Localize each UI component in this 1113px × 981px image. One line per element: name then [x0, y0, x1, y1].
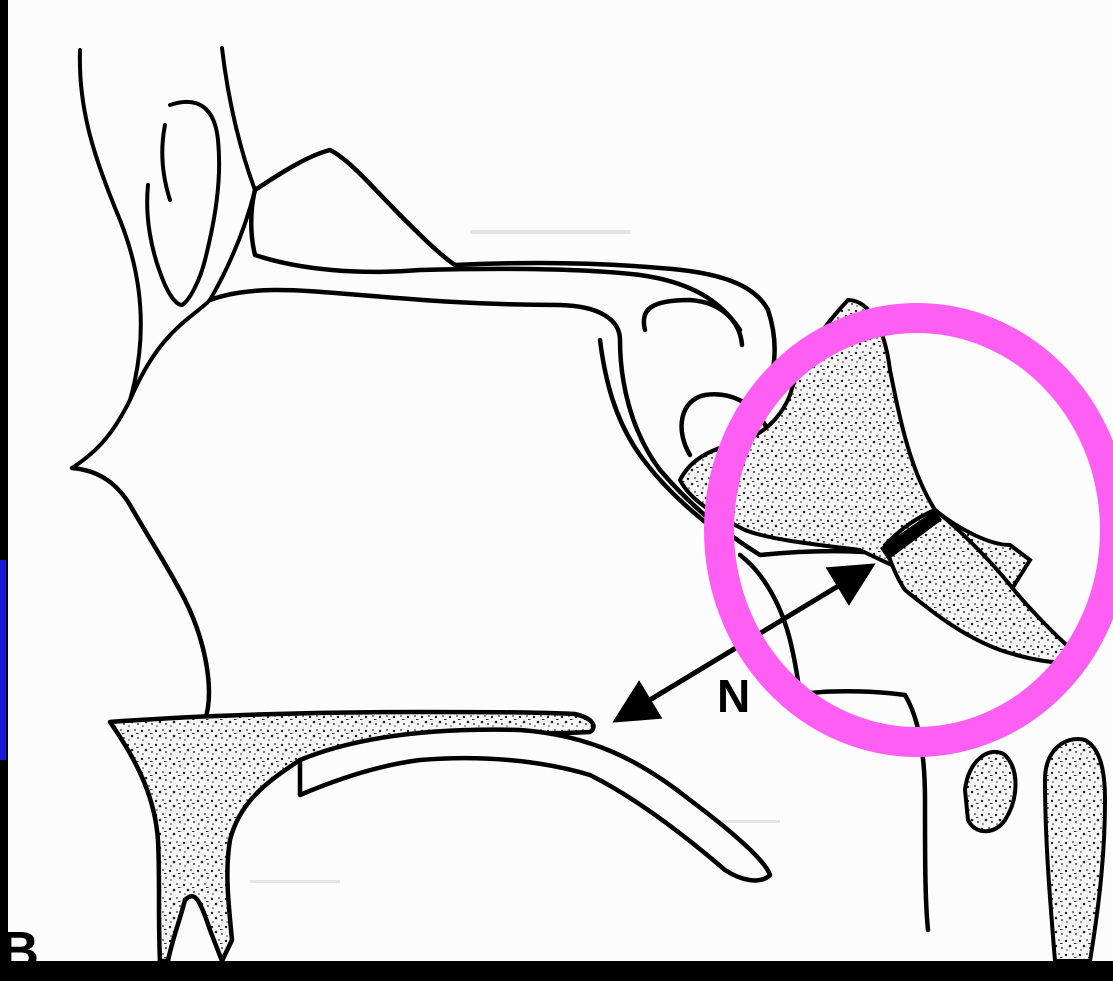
anatomy-diagram: N B [0, 0, 1113, 961]
panel-letter-label: B [0, 924, 39, 978]
diagram-canvas [0, 0, 1113, 961]
label-n: N [717, 673, 750, 719]
frame-left-edge [0, 0, 8, 961]
frame-left-accent [0, 560, 6, 760]
